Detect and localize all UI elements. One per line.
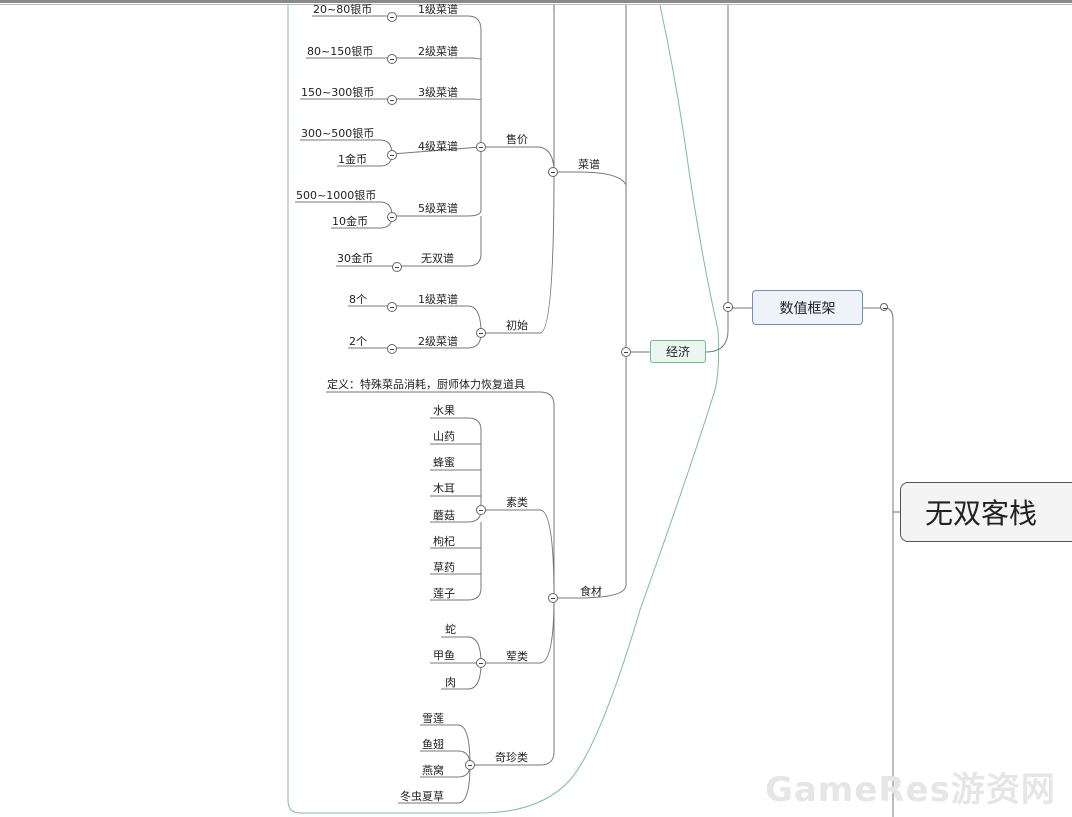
collapse-toggle-icon[interactable] (387, 12, 397, 22)
watermark: GameRes游资网 (765, 770, 1056, 810)
collapse-toggle-icon[interactable] (548, 593, 558, 603)
meat-item: 甲鱼 (433, 649, 455, 662)
collapse-toggle-icon[interactable] (387, 212, 397, 222)
recipe-level-label: 4级菜谱 (418, 140, 458, 153)
price-label: 80~150银币 (307, 45, 374, 58)
collapse-toggle-icon[interactable] (476, 142, 486, 152)
veg-label: 素类 (506, 496, 528, 509)
recipe-level-label: 2级菜谱 (418, 335, 458, 348)
recipe-level-label: 无双谱 (421, 252, 454, 265)
collapse-toggle-icon[interactable] (723, 302, 733, 312)
initial-label: 初始 (506, 319, 528, 332)
price-label: 500~1000银币 (296, 189, 377, 202)
initial-count-label: 8个 (349, 293, 367, 306)
price-label: 150~300银币 (301, 86, 375, 99)
collapse-toggle-icon[interactable] (387, 54, 397, 64)
recipe-level-label: 5级菜谱 (418, 202, 458, 215)
rare-label: 奇珍类 (495, 751, 528, 764)
recipe-level-label: 2级菜谱 (418, 45, 458, 58)
window-top-border (0, 0, 1072, 3)
framework-node[interactable]: 数值框架 (752, 290, 863, 325)
recipe-label: 菜谱 (578, 158, 600, 171)
recipe-level-label: 1级菜谱 (418, 293, 458, 306)
veg-item: 莲子 (433, 587, 455, 600)
veg-item: 蘑菇 (433, 509, 455, 522)
collapse-toggle-icon[interactable] (387, 344, 397, 354)
veg-item: 山药 (433, 430, 455, 443)
veg-item: 水果 (433, 404, 455, 417)
initial-count-label: 2个 (349, 335, 367, 348)
definition-label: 定义：特殊菜品消耗，厨师体力恢复道具 (327, 378, 525, 391)
window-top-border-inner (0, 4, 1072, 5)
rare-item: 雪莲 (422, 712, 444, 725)
collapse-toggle-icon[interactable] (621, 347, 631, 357)
price-label: 30金币 (337, 252, 373, 265)
collapse-toggle-icon[interactable] (465, 760, 475, 770)
price-label: 300~500银币 (301, 127, 375, 140)
meat-label: 荤类 (506, 650, 528, 663)
veg-item: 木耳 (433, 482, 455, 495)
collapse-toggle-icon[interactable] (476, 658, 486, 668)
price-label: 1金币 (338, 153, 367, 166)
price-label: 10金币 (332, 215, 368, 228)
collapse-toggle-icon[interactable] (387, 95, 397, 105)
economy-node[interactable]: 经济 (650, 340, 706, 363)
recipe-level-label: 1级菜谱 (418, 3, 458, 16)
collapse-toggle-icon[interactable] (387, 150, 397, 160)
sell-price-label: 售价 (506, 133, 528, 146)
meat-item: 蛇 (445, 623, 456, 636)
root-node[interactable]: 无双客栈 (900, 482, 1072, 542)
price-label: 20~80银币 (313, 3, 373, 16)
rare-item: 燕窝 (422, 764, 444, 777)
ingredients-label: 食材 (580, 585, 602, 598)
collapse-toggle-icon[interactable] (392, 262, 402, 272)
expand-handle-icon[interactable] (880, 303, 888, 311)
rare-item: 冬虫夏草 (400, 790, 444, 803)
collapse-toggle-icon[interactable] (387, 302, 397, 312)
collapse-toggle-icon[interactable] (476, 328, 486, 338)
recipe-level-label: 3级菜谱 (418, 86, 458, 99)
collapse-toggle-icon[interactable] (476, 505, 486, 515)
collapse-toggle-icon[interactable] (548, 167, 558, 177)
veg-item: 草药 (433, 561, 455, 574)
veg-item: 枸杞 (433, 535, 455, 548)
meat-item: 肉 (445, 676, 456, 689)
rare-item: 鱼翅 (422, 738, 444, 751)
veg-item: 蜂蜜 (433, 456, 455, 469)
